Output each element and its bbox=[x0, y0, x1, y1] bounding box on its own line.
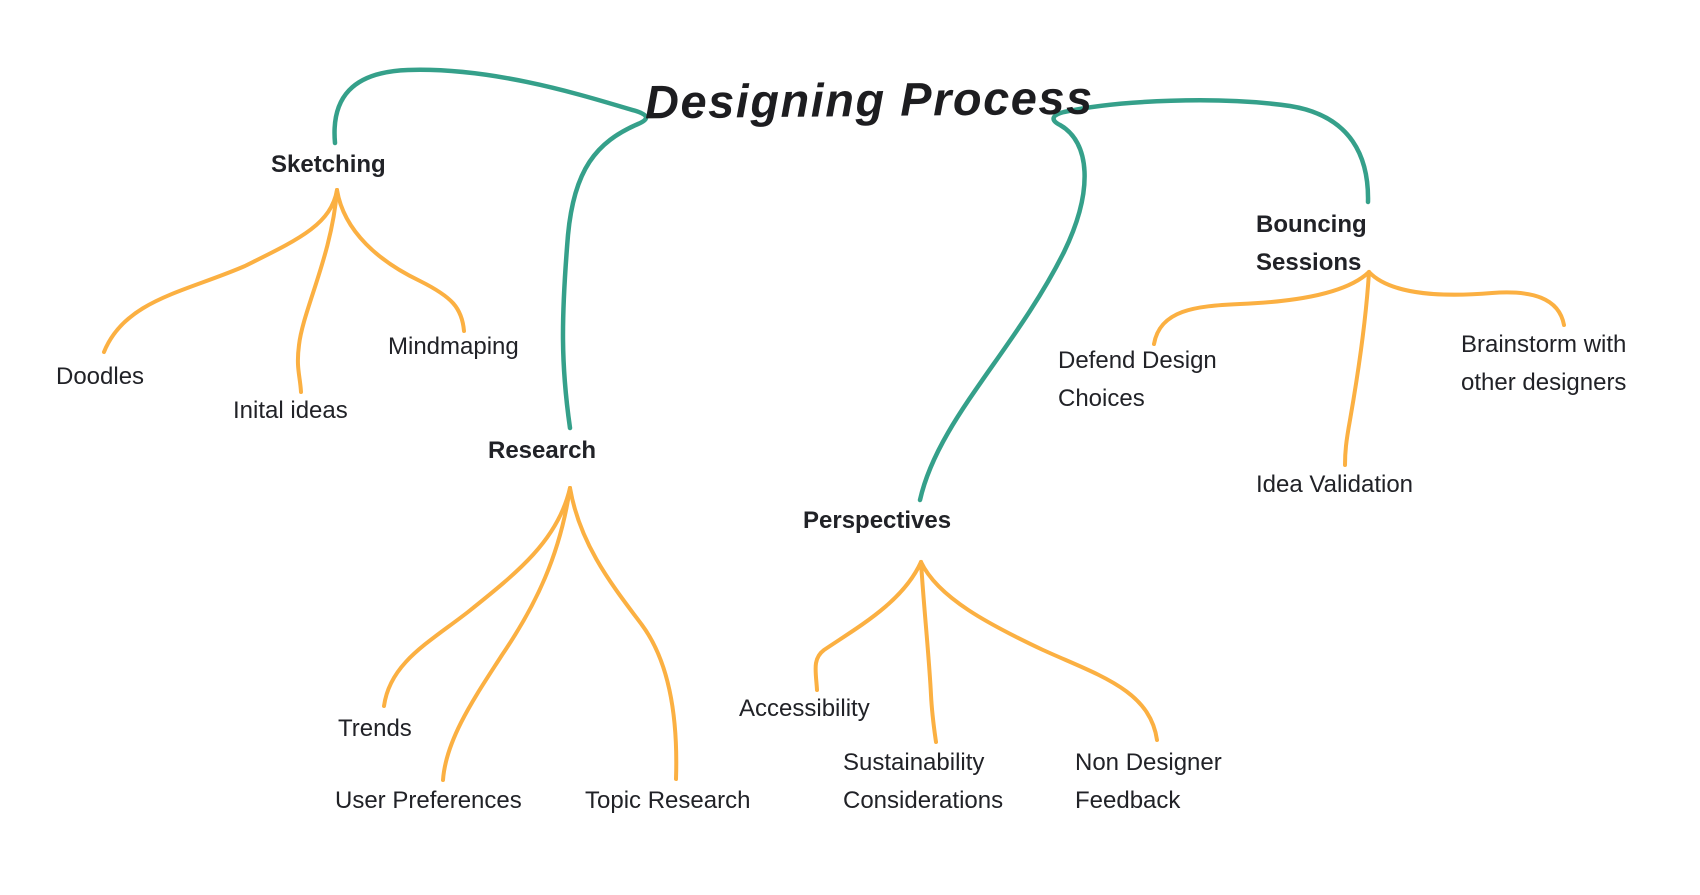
branch-perspectives-non-designer bbox=[919, 560, 1159, 742]
node-accessibility[interactable]: Accessibility bbox=[739, 695, 870, 722]
branch-bouncing-idea-validation bbox=[1343, 270, 1371, 467]
branch-research-topic-research bbox=[568, 486, 679, 781]
primary-branch-bouncing-perspectives bbox=[917, 98, 1371, 503]
branch-sketching-doodles bbox=[102, 188, 339, 354]
branch-perspectives-sustainability bbox=[919, 560, 938, 744]
branch-bouncing-brainstorm bbox=[1367, 270, 1566, 327]
node-doodles[interactable]: Doodles bbox=[56, 363, 145, 390]
node-research[interactable]: Research bbox=[488, 437, 597, 464]
node-perspectives[interactable]: Perspectives bbox=[803, 507, 952, 534]
node-inital-ideas[interactable]: Inital ideas bbox=[233, 397, 348, 424]
node-topic-research[interactable]: Topic Research bbox=[585, 787, 751, 814]
central-topic-designing-process[interactable]: Designing Process bbox=[644, 70, 1094, 129]
node-brainstorm-with-other-designers[interactable]: Brainstorm with other designers bbox=[1461, 331, 1627, 396]
branch-sketching-mindmaping bbox=[335, 188, 466, 333]
node-idea-validation[interactable]: Idea Validation bbox=[1256, 471, 1414, 498]
branch-research-user-preferences bbox=[441, 486, 572, 782]
node-mindmaping[interactable]: Mindmaping bbox=[388, 333, 519, 360]
branch-perspectives-accessibility bbox=[813, 560, 923, 692]
primary-branch-sketching-research bbox=[332, 67, 649, 431]
node-non-designer-feedback[interactable]: Non Designer Feedback bbox=[1075, 749, 1222, 814]
node-trends[interactable]: Trends bbox=[338, 715, 412, 742]
node-bouncing-sessions[interactable]: Bouncing Sessions bbox=[1256, 211, 1367, 276]
node-defend-design-choices[interactable]: Defend Design Choices bbox=[1058, 347, 1217, 412]
branch-research-trends bbox=[382, 486, 572, 708]
node-user-preferences[interactable]: User Preferences bbox=[335, 787, 522, 814]
node-sketching[interactable]: Sketching bbox=[271, 151, 386, 178]
node-sustainability-considerations[interactable]: Sustainability Considerations bbox=[843, 749, 1004, 814]
branch-sketching-inital-ideas bbox=[295, 188, 339, 394]
branch-bouncing-defend-design bbox=[1152, 270, 1371, 346]
